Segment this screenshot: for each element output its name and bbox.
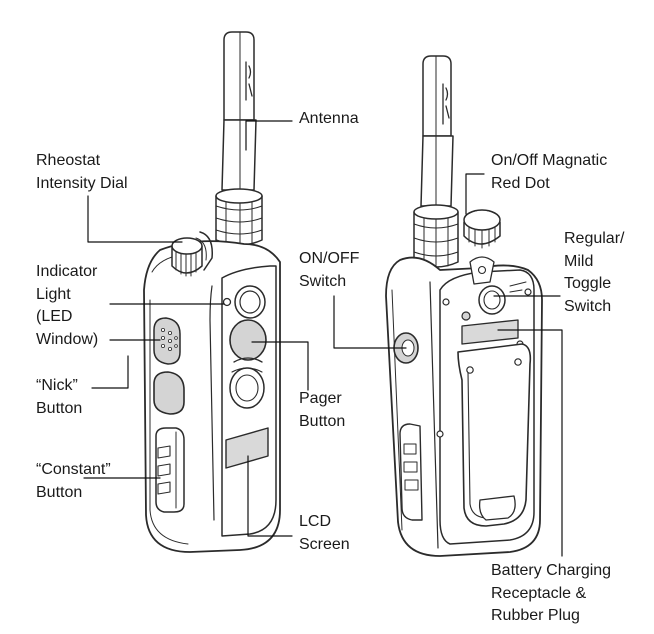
label-indicator-line-3: (LED xyxy=(36,308,73,325)
grille-dots-icon xyxy=(160,327,178,351)
front-transmitter xyxy=(143,31,281,553)
front-lower-button xyxy=(229,367,265,409)
rear-transmitter xyxy=(385,55,543,557)
label-battery-line-1: Battery Charging xyxy=(491,562,612,579)
label-onoff-switch: ON/OFF Switch xyxy=(299,248,359,293)
label-battery: Battery Charging Receptacle & Rubber Plu… xyxy=(491,560,611,628)
label-rheostat-line-2: Intensity Dial xyxy=(36,174,128,192)
label-nick: “Nick” Button xyxy=(36,375,82,420)
label-antenna: Antenna xyxy=(299,108,359,131)
lcd-screen xyxy=(225,427,269,469)
label-toggle-line-3: Toggle xyxy=(564,275,612,292)
front-antenna xyxy=(215,31,263,249)
nick-button xyxy=(153,371,185,415)
clip-screws xyxy=(466,358,522,374)
label-indicator-line-4: Window) xyxy=(36,330,99,348)
rear-grip-ridges xyxy=(399,423,423,521)
label-pager-line-1: Pager xyxy=(299,390,342,407)
leader-nick xyxy=(91,355,129,389)
rear-antenna-logo-icon xyxy=(442,83,450,125)
front-side-grille-button xyxy=(153,317,181,365)
label-constant-line-2: Button xyxy=(36,483,83,501)
leader-onoff-switch xyxy=(333,295,407,349)
rear-small-light xyxy=(461,311,471,321)
label-pager-line-2: Button xyxy=(299,412,346,430)
label-magnetic-dot: On/Off Magnatic Red Dot xyxy=(491,150,607,195)
label-toggle-line-4: Switch xyxy=(564,297,612,315)
label-onoff-switch-line-1: ON/OFF xyxy=(299,250,360,267)
label-lcd: LCD Screen xyxy=(299,511,350,556)
leader-magnetic-dot xyxy=(465,173,485,215)
label-antenna-line-1: Antenna xyxy=(299,110,359,127)
label-indicator-line-2: Light xyxy=(36,285,71,303)
label-constant: “Constant” Button xyxy=(36,459,111,504)
label-battery-line-2: Receptacle & xyxy=(491,584,587,602)
leader-battery xyxy=(497,329,563,557)
leader-pager xyxy=(251,341,309,391)
label-magnetic-dot-line-1: On/Off Magnatic xyxy=(491,152,608,169)
label-toggle-line-1: Regular/ xyxy=(564,230,625,247)
label-indicator: Indicator Light (LED Window) xyxy=(36,261,98,351)
label-battery-line-3: Rubber Plug xyxy=(491,607,580,624)
label-rheostat-line-1: Rheostat xyxy=(36,152,101,169)
label-rheostat: Rheostat Intensity Dial xyxy=(36,150,128,195)
leader-lines xyxy=(83,120,563,557)
label-pager: Pager Button xyxy=(299,388,345,433)
leader-lcd xyxy=(247,455,293,537)
belt-clip xyxy=(457,343,532,527)
label-lcd-line-2: Screen xyxy=(299,535,350,553)
label-nick-line-2: Button xyxy=(36,399,83,417)
front-top-button xyxy=(234,285,266,319)
label-indicator-line-1: Indicator xyxy=(36,263,98,280)
constant-button xyxy=(155,427,185,513)
pager-button xyxy=(229,319,267,363)
label-lcd-line-1: LCD xyxy=(299,513,332,530)
rheostat-dial xyxy=(171,231,213,277)
label-constant-line-1: “Constant” xyxy=(36,461,111,478)
label-magnetic-dot-line-2: Red Dot xyxy=(491,174,550,192)
label-onoff-switch-line-2: Switch xyxy=(299,272,347,290)
front-antenna-logo-icon xyxy=(245,61,253,101)
magnetic-red-dot xyxy=(463,209,501,249)
rear-antenna xyxy=(413,55,459,271)
leader-antenna xyxy=(245,120,293,151)
leader-rheostat xyxy=(87,195,183,243)
label-toggle: Regular/ Mild Toggle Switch xyxy=(564,228,624,318)
led-window xyxy=(222,297,232,307)
label-nick-line-1: “Nick” xyxy=(36,377,78,394)
label-toggle-line-2: Mild xyxy=(564,252,594,270)
belt-clip-tab xyxy=(478,495,516,521)
rear-label-plate xyxy=(461,319,519,345)
